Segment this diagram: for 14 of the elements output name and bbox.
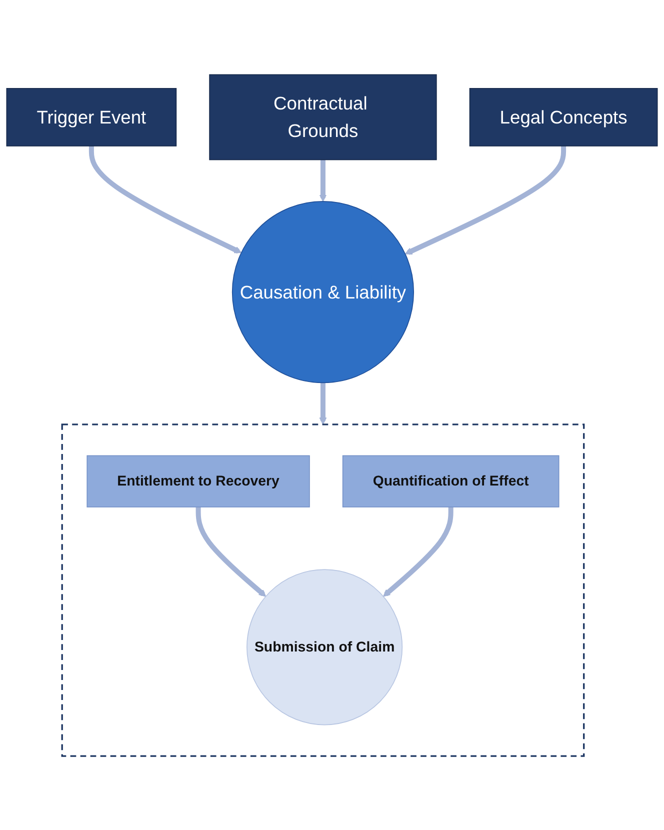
arrow: [383, 506, 454, 596]
cluster: [61, 423, 585, 757]
node-circle: Submission of Claim: [246, 568, 403, 725]
arrow: [404, 146, 566, 254]
arrow: [88, 146, 242, 254]
arrow: [196, 506, 266, 596]
node-box: Quantification of Effect: [342, 454, 560, 508]
node-box: Contractual Grounds: [209, 74, 437, 160]
arrow: [319, 159, 327, 202]
node-circle: Causation & Liability: [232, 200, 414, 383]
arrow: [319, 382, 327, 424]
node-box: Trigger Event: [6, 88, 177, 146]
node-box: Legal Concepts: [469, 88, 658, 146]
node-box: Entitlement to Recovery: [86, 454, 310, 508]
